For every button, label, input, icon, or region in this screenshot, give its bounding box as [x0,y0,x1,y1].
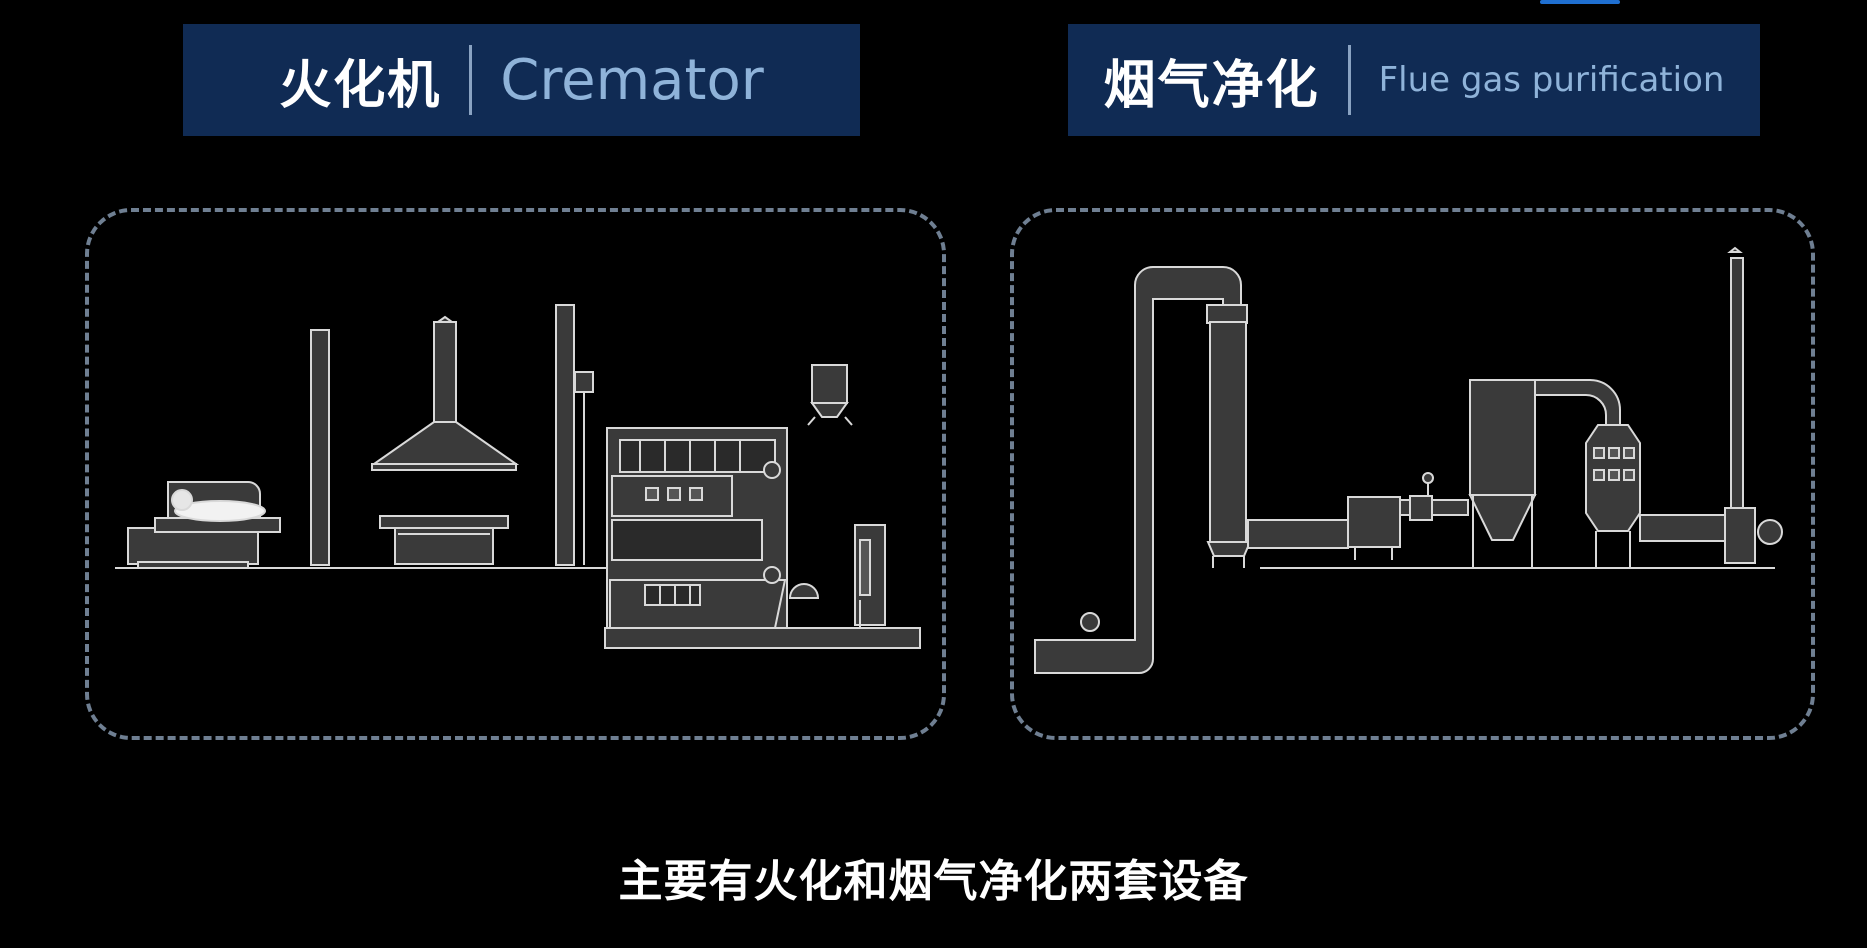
cooling-tower-icon [1206,304,1252,568]
logo-mark [1540,0,1620,4]
exhaust-hood-icon [370,315,520,565]
flue-gas-title-banner: 烟气净化 Flue gas purification [1068,24,1760,136]
flue-gas-panel [1010,208,1815,740]
outlet-duct-icon [1639,514,1731,542]
cremator-title-zh: 火化机 [279,55,442,116]
title-divider [469,45,473,115]
cremator-title-banner: 火化机 Cremator [183,24,860,136]
fan-box-icon [1347,496,1401,560]
title-divider [1347,45,1351,115]
exhaust-stack-icon [1724,246,1783,564]
elbow-pipe-icon [1534,379,1621,426]
flue-gas-title-en: Flue gas purification [1378,60,1725,100]
cremator-panel [85,208,946,740]
duct-icon [1247,519,1349,549]
hopper-icon [807,364,853,426]
subtitle-caption: 主要有火化和烟气净化两套设备 [618,856,1249,907]
body-cart-icon [127,481,281,569]
ash-outlet-icon [788,524,886,628]
flue-gas-title-zh: 烟气净化 [1103,55,1320,116]
scrubber-icon [1585,424,1641,568]
chimney-post-icon [310,329,330,566]
chimney-post-icon [555,304,575,566]
valve-icon [1409,472,1434,521]
inlet-pipe-icon [1034,266,1242,674]
cremator-furnace-icon [604,427,921,649]
cremator-title-en: Cremator [500,47,764,113]
baghouse-filter-icon [1468,379,1537,568]
